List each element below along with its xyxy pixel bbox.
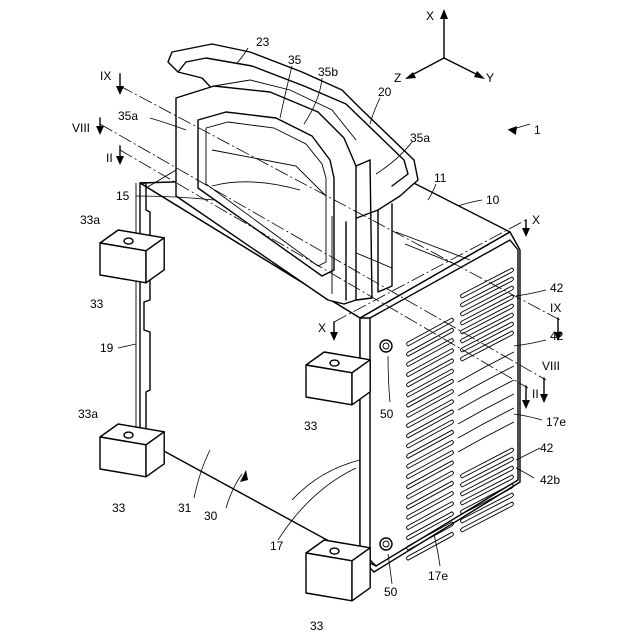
label-33a-top: 33a — [80, 213, 100, 227]
label-17e-right: 17e — [546, 415, 566, 429]
label-42b: 42b — [540, 473, 560, 487]
label-19: 19 — [100, 341, 114, 355]
foot-block-lower-left — [100, 424, 164, 477]
label-42-lower: 42 — [540, 441, 554, 455]
section-x-right: X — [532, 213, 540, 227]
label-33-top: 33 — [90, 297, 104, 311]
axis-label-y: Y — [486, 71, 494, 85]
label-33a-bottom: 33a — [78, 407, 98, 421]
section-viii-right: VIII — [542, 359, 560, 373]
label-35a-right: 35a — [410, 131, 430, 145]
label-17e-bottom: 17e — [428, 569, 448, 583]
label-35: 35 — [288, 53, 302, 67]
label-31: 31 — [178, 501, 192, 515]
section-ii-right: II — [532, 387, 539, 401]
label-11: 11 — [434, 171, 447, 185]
axis-label-x: X — [426, 9, 434, 23]
label-50-lower: 50 — [384, 585, 398, 599]
foot-block-bottom — [306, 540, 370, 601]
label-35b: 35b — [318, 65, 338, 79]
section-ii-left: II — [106, 151, 113, 165]
label-10: 10 — [486, 193, 500, 207]
label-30: 30 — [204, 509, 218, 523]
label-42-mid: 42 — [550, 329, 564, 343]
label-50-upper: 50 — [380, 407, 394, 421]
section-ix-right: IX — [550, 301, 561, 315]
axis-label-z: Z — [394, 71, 401, 85]
label-33-bottom: 33 — [310, 619, 324, 633]
section-viii-left: VIII — [72, 121, 90, 135]
foot-block-upper-left — [100, 230, 164, 283]
label-23: 23 — [256, 35, 270, 49]
label-33-mid: 33 — [304, 419, 318, 433]
section-ix-left: IX — [100, 69, 111, 83]
coordinate-axes: X Z Y — [394, 9, 494, 85]
label-35a-left: 35a — [118, 109, 138, 123]
foot-block-mid — [306, 352, 370, 405]
section-x-left: X — [318, 321, 326, 335]
label-42-top: 42 — [550, 281, 564, 295]
label-15: 15 — [116, 189, 130, 203]
label-17: 17 — [270, 539, 284, 553]
label-33-bottom-left: 33 — [112, 501, 126, 515]
label-1: 1 — [534, 123, 541, 137]
label-20: 20 — [378, 85, 392, 99]
